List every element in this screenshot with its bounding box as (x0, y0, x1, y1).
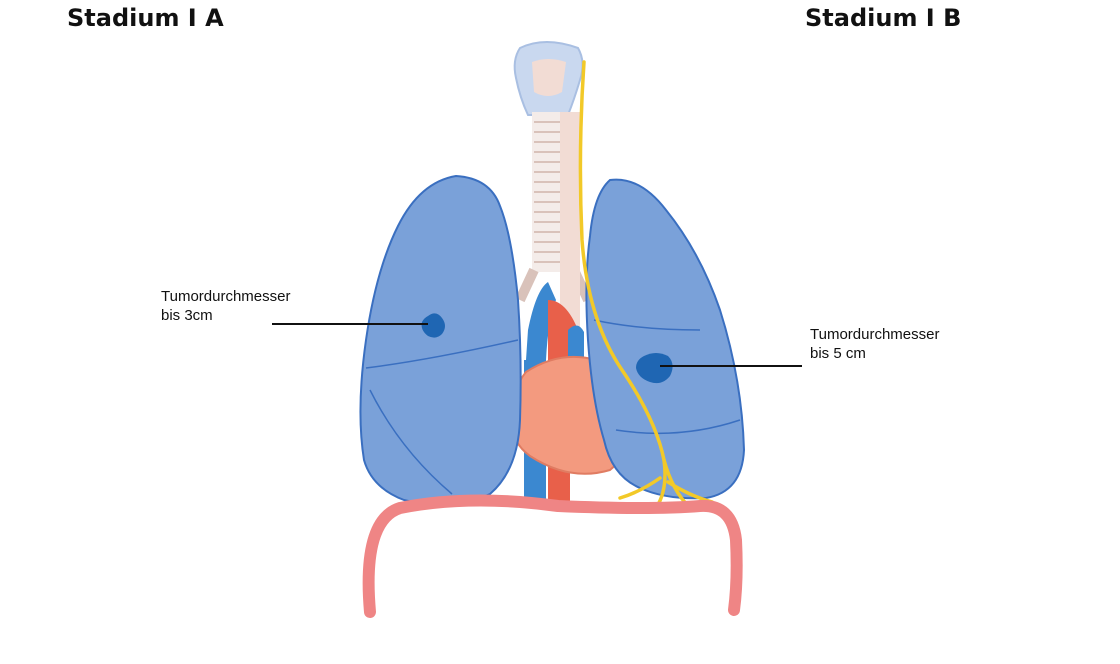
tumor-large (636, 353, 673, 384)
left-lung (359, 174, 522, 506)
stage-title-ia: Stadium I A (67, 4, 224, 32)
annotation-left-line2: bis 3cm (161, 307, 213, 324)
larynx (513, 41, 584, 116)
annotation-left-line1: Tumordurchmesser (161, 288, 291, 305)
diaphragm (362, 494, 743, 618)
annotation-left: Tumordurchmesser bis 3cm (161, 287, 290, 325)
stage-title-ib: Stadium I B (805, 4, 962, 32)
tumor-small (421, 313, 445, 338)
right-lung (585, 178, 746, 500)
annotation-right: Tumordurchmesser bis 5 cm (810, 325, 939, 363)
annotation-right-line1: Tumordurchmesser (810, 326, 940, 343)
annotation-right-line2: bis 5 cm (810, 345, 866, 362)
